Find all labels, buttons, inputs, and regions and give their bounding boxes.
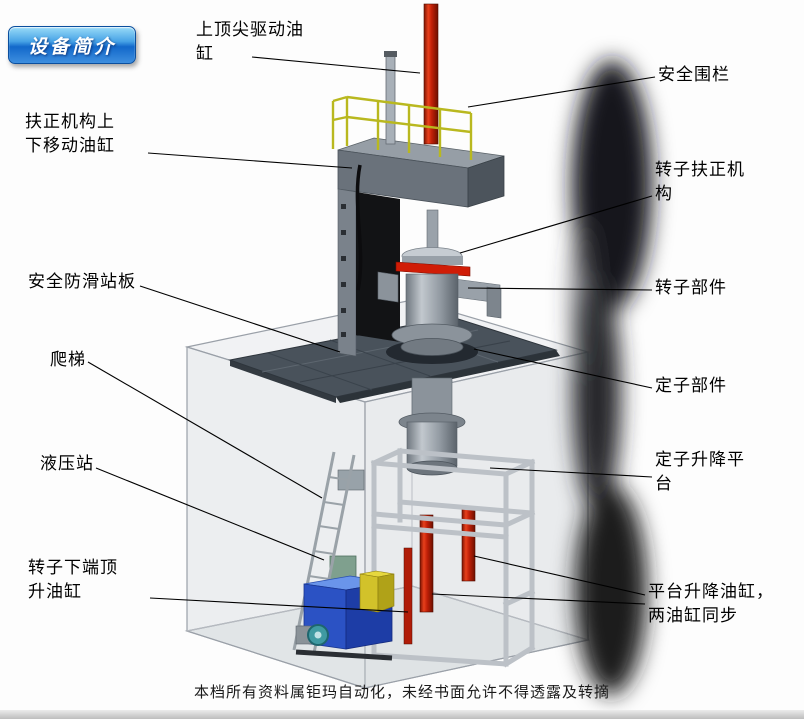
callout-platform-lift-cylinders: 平台升降油缸， 两油缸同步 bbox=[648, 582, 774, 626]
rotor-assembly bbox=[377, 209, 502, 356]
callout-ladder: 爬梯 bbox=[50, 350, 86, 370]
safety-fence bbox=[331, 95, 473, 160]
callout-stator-part: 定子部件 bbox=[655, 376, 727, 396]
callout-stator-lift-platform: 定子升降平 台 bbox=[655, 450, 745, 494]
title-badge: 设备简介 bbox=[8, 26, 136, 64]
callout-rotor-centering-mechanism: 转子扶正机 构 bbox=[655, 160, 745, 204]
callout-rotor-bottom-jack-cylinder: 转子下端顶 升油缸 bbox=[28, 558, 118, 602]
title-badge-label: 设备简介 bbox=[27, 35, 116, 58]
platform-lift-cylinders bbox=[403, 508, 476, 645]
callout-safety-fence: 安全围栏 bbox=[658, 65, 730, 85]
callout-top-spindle-cylinder: 上顶尖驱动油 缸 bbox=[196, 20, 304, 64]
footer-watermark: 本档所有资料属钜玛自动化，未经书面允许不得透露及转摘 bbox=[193, 683, 610, 701]
callout-anti-slip-platform: 安全防滑站板 bbox=[28, 272, 136, 292]
lift-platform-frame bbox=[370, 447, 536, 668]
callout-hydraulic-station: 液压站 bbox=[40, 454, 94, 474]
hydraulic-station bbox=[295, 570, 395, 661]
deck bbox=[228, 316, 560, 403]
callout-centering-lift-cylinder: 扶正机构上 下移动油缸 bbox=[25, 112, 115, 156]
stator-assembly bbox=[398, 377, 466, 476]
callout-rotor-part: 转子部件 bbox=[655, 278, 727, 298]
press-column bbox=[337, 137, 505, 357]
smoke-shadow bbox=[570, 60, 652, 695]
bottom-bar bbox=[0, 710, 804, 719]
leader-lines bbox=[87, 56, 656, 613]
cable bbox=[355, 164, 363, 291]
